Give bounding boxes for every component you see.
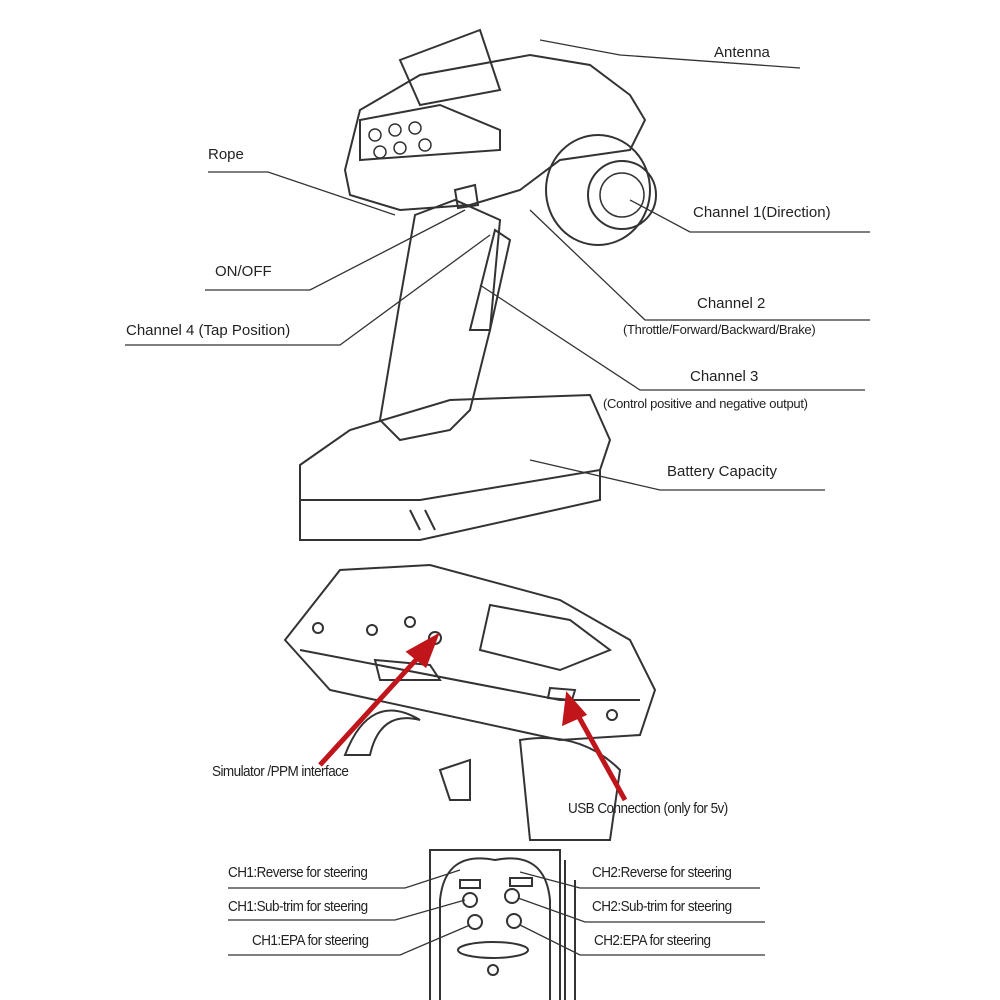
label-ch2-epa: CH2:EPA for steering — [594, 932, 711, 949]
label-ch1-epa: CH1:EPA for steering — [252, 932, 369, 949]
label-ch2-subtrim: CH2:Sub-trim for steering — [592, 898, 732, 915]
label-channel-3-description: (Control positive and negative output) — [603, 396, 808, 411]
label-simulator-ppm: Simulator /PPM interface — [212, 763, 349, 780]
label-channel-4: Channel 4 (Tap Position) — [126, 322, 291, 339]
label-ch2-reverse: CH2:Reverse for steering — [592, 864, 732, 881]
label-antenna: Antenna — [714, 44, 770, 61]
label-battery-capacity: Battery Capacity — [667, 463, 778, 480]
label-rope: Rope — [208, 146, 244, 163]
settings-panel-illustration — [429, 849, 576, 1000]
transmitter-illustration — [299, 28, 657, 541]
label-usb-connection: USB Connection (only for 5v) — [568, 800, 728, 817]
label-on-off: ON/OFF — [215, 263, 272, 280]
label-channel-3: Channel 3 — [690, 368, 759, 385]
red-arrows — [318, 632, 628, 802]
top-view-illustration — [283, 563, 657, 841]
label-ch1-reverse: CH1:Reverse for steering — [228, 864, 368, 881]
label-channel-2: Channel 2 — [697, 295, 766, 312]
label-channel-1: Channel 1(Direction) — [693, 204, 831, 221]
label-channel-2-description: (Throttle/Forward/Backward/Brake) — [623, 322, 816, 337]
label-ch1-subtrim: CH1:Sub-trim for steering — [228, 898, 368, 915]
